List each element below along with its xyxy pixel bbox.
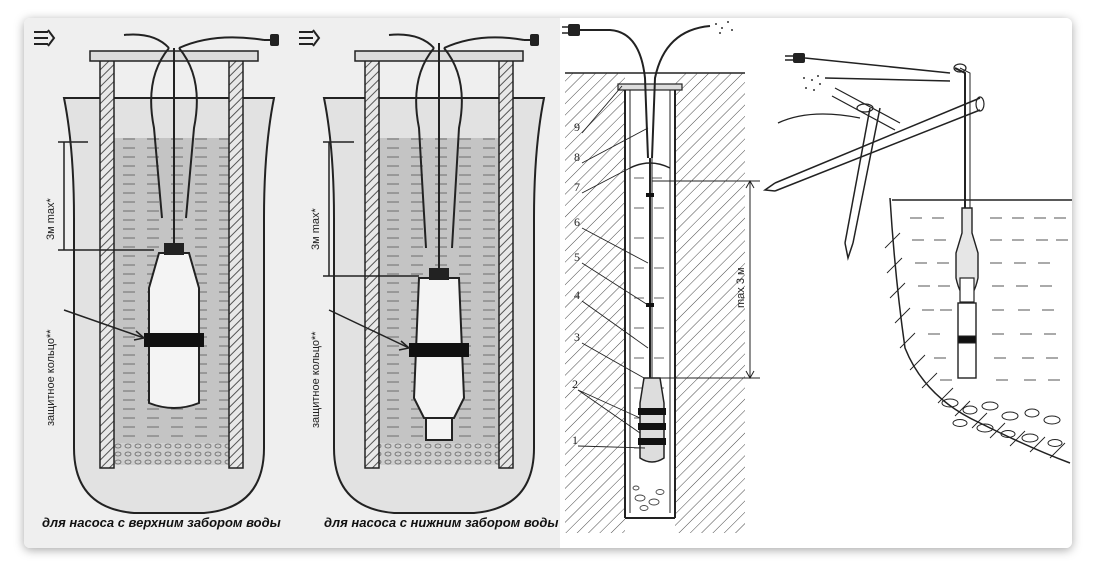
caption-lower-intake: для насоса с нижним забором воды — [324, 515, 559, 530]
well-1 — [34, 29, 279, 514]
part-number-3: 3 — [574, 330, 580, 344]
part-number-5: 5 — [574, 250, 580, 264]
part-number-8: 8 — [574, 150, 580, 164]
part-number-6: 6 — [574, 215, 580, 229]
well-installation-svg: 3м max* защитное кольцо** 3м max* защитн… — [34, 29, 546, 514]
water-spray-icon — [803, 75, 821, 91]
part-number-2: 2 — [572, 377, 578, 391]
caption-upper-intake: для насоса с верхним забором воды — [42, 515, 281, 530]
depth-label-2: 3м max* — [310, 207, 322, 250]
river-water — [910, 217, 1068, 381]
depth-label-1: 3м max* — [45, 197, 57, 240]
well-installation-panel: 3м max* защитное кольцо** 3м max* защитн… — [24, 18, 560, 548]
part-number-4: 4 — [574, 288, 580, 302]
part-number-9: 9 — [574, 120, 580, 134]
well-2 — [299, 29, 546, 514]
ring-label-1: защитное кольцо** — [45, 329, 57, 426]
part-number-7: 7 — [574, 180, 580, 194]
riverbank-sketch — [762, 57, 1072, 464]
diagram-card: 3м max* защитное кольцо** 3м max* защитн… — [24, 18, 1072, 548]
well-section-svg: 1 2 3 4 5 6 7 8 9 max 3 м — [562, 21, 1072, 533]
part-number-1: 1 — [572, 433, 578, 447]
max-depth-label: max 3 м — [735, 267, 747, 308]
numbered-well-section — [562, 21, 760, 533]
well-section-panel: 1 2 3 4 5 6 7 8 9 max 3 м — [560, 18, 1072, 548]
ring-label-2: защитное кольцо** — [310, 331, 322, 428]
plug-icon — [785, 53, 805, 63]
